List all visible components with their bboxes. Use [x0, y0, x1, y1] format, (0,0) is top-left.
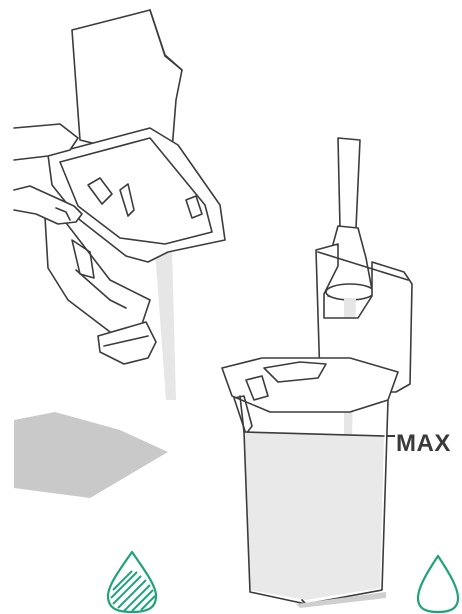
counter-mat-shadow	[14, 412, 168, 498]
water-in-tank	[244, 432, 384, 600]
max-level-label: MAX	[396, 430, 451, 457]
hand	[13, 123, 83, 225]
max-level-tick	[387, 435, 395, 437]
empty-water-drop-icon	[416, 554, 460, 614]
filled-water-drop-icon	[106, 550, 158, 614]
upright-water-tank	[221, 243, 413, 608]
tank-floor-shadow	[296, 592, 386, 608]
tilted-water-tank	[43, 9, 226, 365]
pouring-water-stream	[155, 250, 176, 400]
